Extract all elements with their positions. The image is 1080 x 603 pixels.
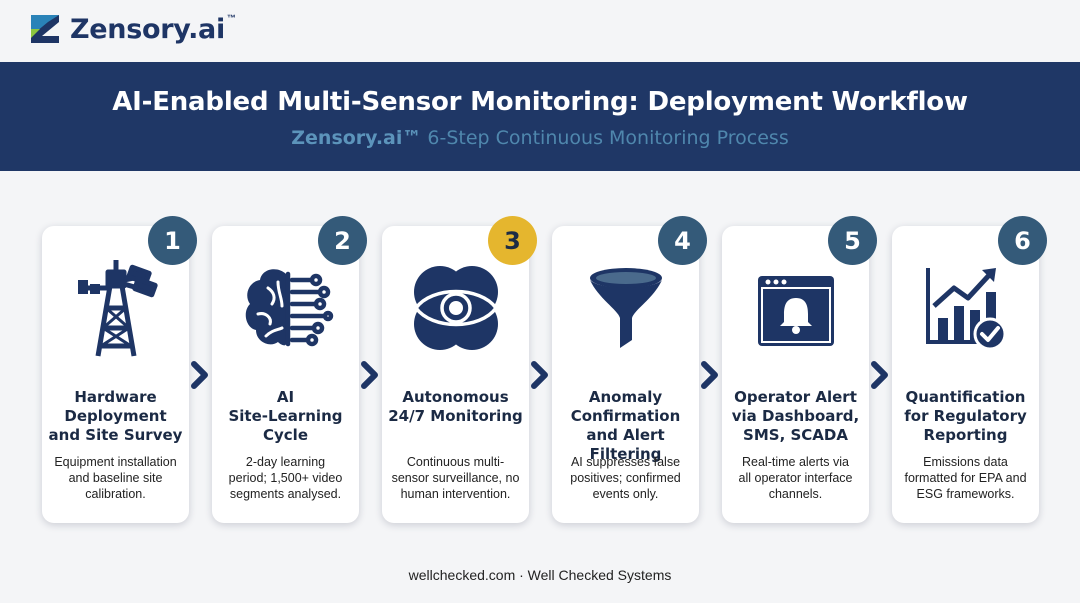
step-number-badge: 5 (828, 216, 877, 265)
step-title: Anomaly Confirmation and Alert Filtering (570, 388, 681, 463)
step-card-2: 2 AI Site-Learning Cycle 2-day learning … (212, 216, 367, 523)
step-title: Operator Alert via Dashboard, SMS, SCADA (731, 388, 860, 444)
brand-name: Zensory.ai (70, 13, 225, 45)
tower-camera-icon (77, 260, 158, 357)
funnel-icon (589, 268, 662, 348)
subtitle-text: 6-Step Continuous Monitoring Process (421, 127, 789, 149)
step-card-3: 3 Autonomous 24/7 Monitoring Continuous … (382, 216, 537, 523)
page-title: AI-Enabled Multi-Sensor Monitoring: Depl… (112, 87, 968, 117)
brain-circuit-icon (245, 269, 333, 347)
footer-attribution: wellchecked.com · Well Checked Systems (408, 567, 672, 583)
step-number-badge: 4 (658, 216, 707, 265)
step-card-4: 4 Anomaly Confirmation and Alert Filteri… (552, 216, 707, 523)
chevron-right-icon (531, 361, 548, 389)
step-title: Hardware Deployment and Site Survey (48, 388, 183, 444)
page-subtitle: Zensory.ai™ 6-Step Continuous Monitoring… (0, 127, 1080, 149)
step-number-badge: 1 (148, 216, 197, 265)
step-title: Quantification for Regulatory Reporting (904, 388, 1027, 444)
step-description: 2-day learning period; 1,500+ video segm… (228, 455, 343, 501)
step-description: AI suppresses false positives; confirmed… (570, 455, 681, 501)
chevron-right-icon (191, 361, 208, 389)
step-description: Emissions data formatted for EPA and ESG… (904, 455, 1027, 501)
subtitle-brand: Zensory.ai™ (291, 127, 422, 149)
step-number-badge: 2 (318, 216, 367, 265)
step-card-5: 5 Operator Alert via Dashboard, SMS, SCA… (722, 216, 877, 523)
chevron-right-icon (701, 361, 718, 389)
eye-monitoring-icon (413, 266, 498, 350)
header-banner: AI-Enabled Multi-Sensor Monitoring: Depl… (0, 62, 1080, 171)
brand-logo: Zensory.ai ™ (28, 12, 236, 46)
step-card-6: 6 Quantification for Regulatory Reportin… (892, 216, 1047, 523)
step-title: Autonomous 24/7 Monitoring (388, 388, 523, 425)
chevron-right-icon (361, 361, 378, 389)
zensory-logo-icon (31, 15, 59, 43)
chevron-right-icon (871, 361, 888, 389)
step-description: Real-time alerts via all operator interf… (738, 455, 853, 501)
step-title: AI Site-Learning Cycle (228, 388, 343, 444)
bell-window-icon (757, 276, 834, 346)
step-description: Equipment installation and baseline site… (54, 455, 177, 501)
step-card-1: 1 Hardware Deployment and Site Survey Eq… (42, 216, 197, 523)
step-number-badge: 3 (488, 216, 537, 265)
step-number-badge: 6 (998, 216, 1047, 265)
growth-chart-check-icon (925, 268, 1006, 351)
step-description: Continuous multi- sensor surveillance, n… (391, 455, 520, 501)
brand-trademark: ™ (226, 13, 236, 23)
